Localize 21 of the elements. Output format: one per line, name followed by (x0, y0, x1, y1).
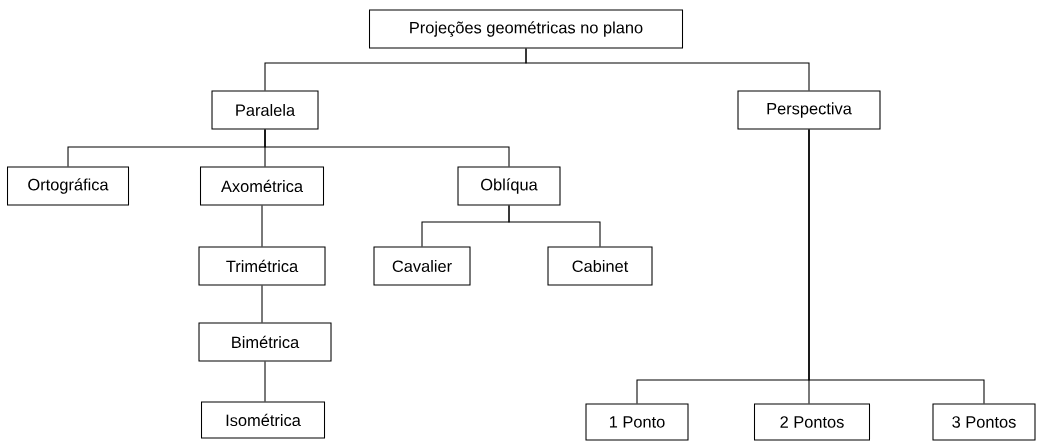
connector-line (808, 129, 985, 404)
category-box: Cabinet (547, 246, 653, 286)
connector-line (264, 361, 266, 402)
category-box: Perspectiva (737, 90, 881, 130)
connector-line (264, 129, 510, 167)
connector-line (261, 285, 263, 323)
connector-line (525, 48, 810, 91)
category-box: Bimétrica (198, 322, 332, 362)
connector-line (508, 205, 601, 247)
category-box: Trimétrica (198, 246, 326, 286)
category-box: Axométrica (200, 166, 325, 206)
connector-line (261, 205, 263, 247)
category-box: Cavalier (373, 246, 471, 286)
category-box: 1 Ponto (585, 403, 689, 441)
category-box: Isométrica (201, 401, 326, 439)
category-box: Paralela (211, 90, 319, 130)
category-box: Projeções geométricas no plano (369, 9, 684, 49)
category-box: Oblíqua (457, 166, 561, 206)
category-box: 3 Pontos (932, 403, 1036, 441)
category-box: 2 Pontos (753, 403, 871, 441)
category-box: Ortográfica (7, 166, 130, 206)
